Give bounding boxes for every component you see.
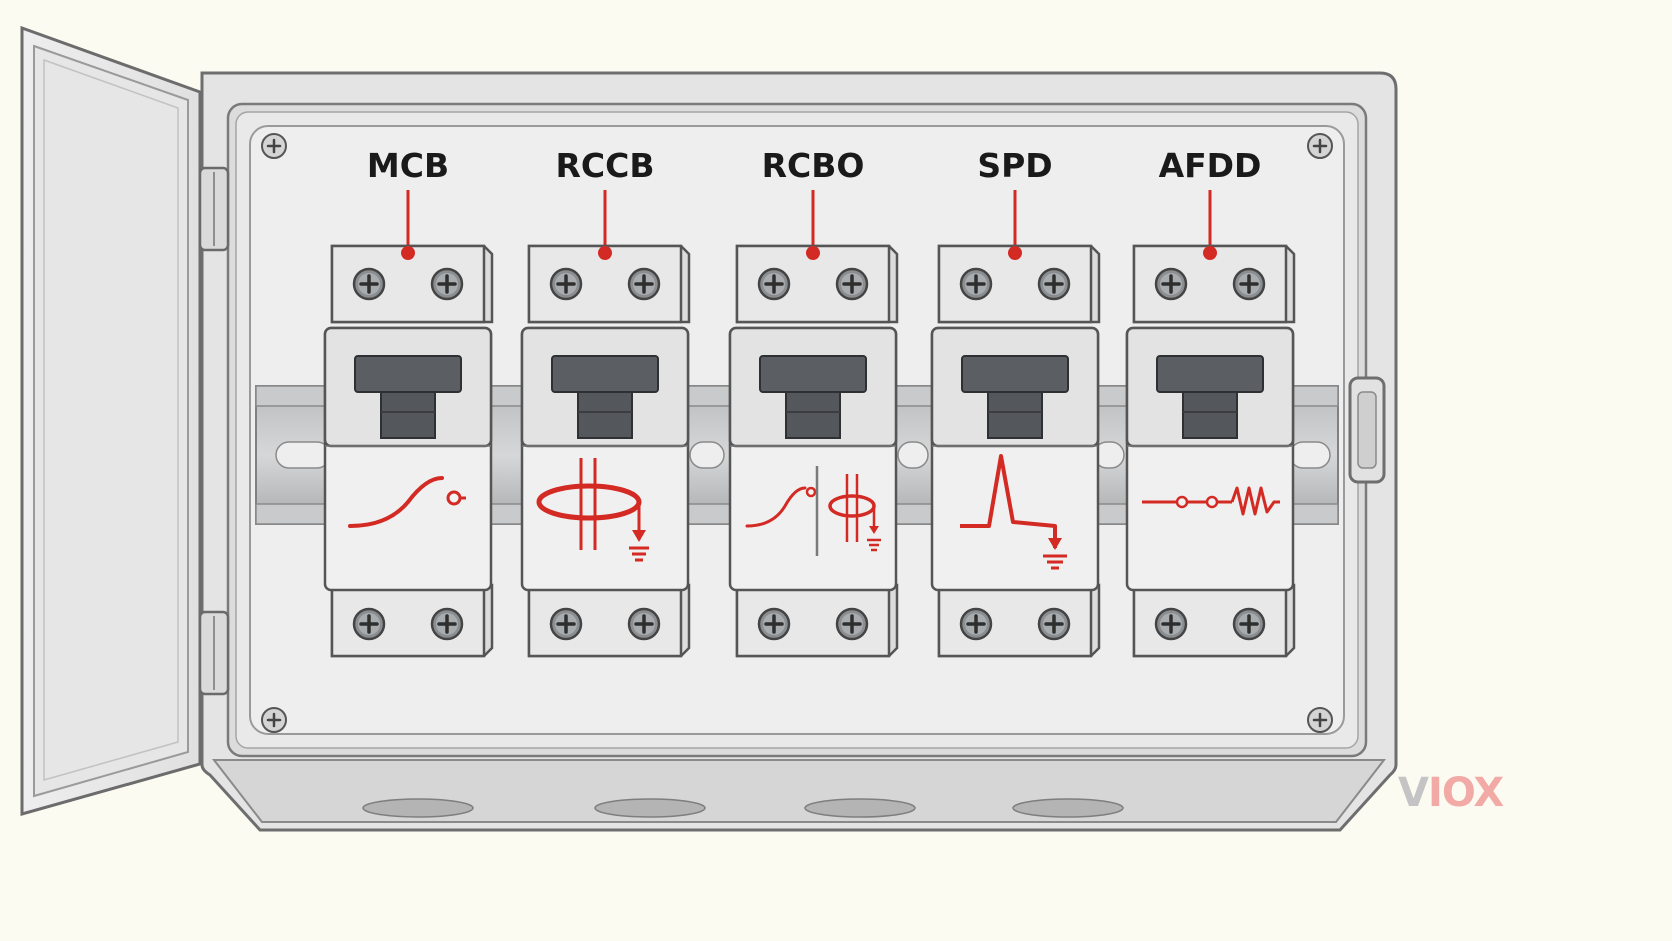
door-hinge-top (198, 166, 230, 252)
device-mcb: MCB (323, 146, 494, 658)
brand-logo: VIOX (1398, 770, 1505, 816)
leader-dot (598, 246, 612, 260)
toggle-switch[interactable] (1156, 355, 1264, 439)
combined-rcbo-icon (745, 466, 881, 556)
device-label: SPD (977, 146, 1052, 185)
arc-fault-icon (1142, 486, 1280, 516)
svg-text:VIOX: VIOX (1398, 770, 1504, 816)
toggle-switch[interactable] (354, 355, 462, 439)
device-row: MCB RCCB RCBO SPD AFDD (323, 146, 1296, 658)
mcb-trip-curve-icon (348, 476, 466, 528)
residual-current-icon (536, 458, 649, 562)
leader-dot (1008, 246, 1022, 260)
enclosure-door[interactable] (20, 25, 202, 816)
device-label: RCBO (762, 146, 865, 185)
surge-spike-icon (960, 454, 1067, 570)
leader-dot (806, 246, 820, 260)
leader-dot (401, 246, 415, 260)
device-spd: SPD (930, 146, 1101, 658)
device-label: RCCB (556, 146, 655, 185)
device-label: MCB (367, 146, 449, 185)
toggle-switch[interactable] (551, 355, 659, 439)
device-rccb: RCCB (520, 146, 691, 658)
door-hinge-bottom (198, 610, 230, 696)
leader-dot (1203, 246, 1217, 260)
device-rcbo: RCBO (728, 146, 899, 658)
toggle-switch[interactable] (961, 355, 1069, 439)
toggle-switch[interactable] (759, 355, 867, 439)
device-afdd: AFDD (1125, 146, 1296, 658)
device-label: AFDD (1159, 146, 1262, 185)
